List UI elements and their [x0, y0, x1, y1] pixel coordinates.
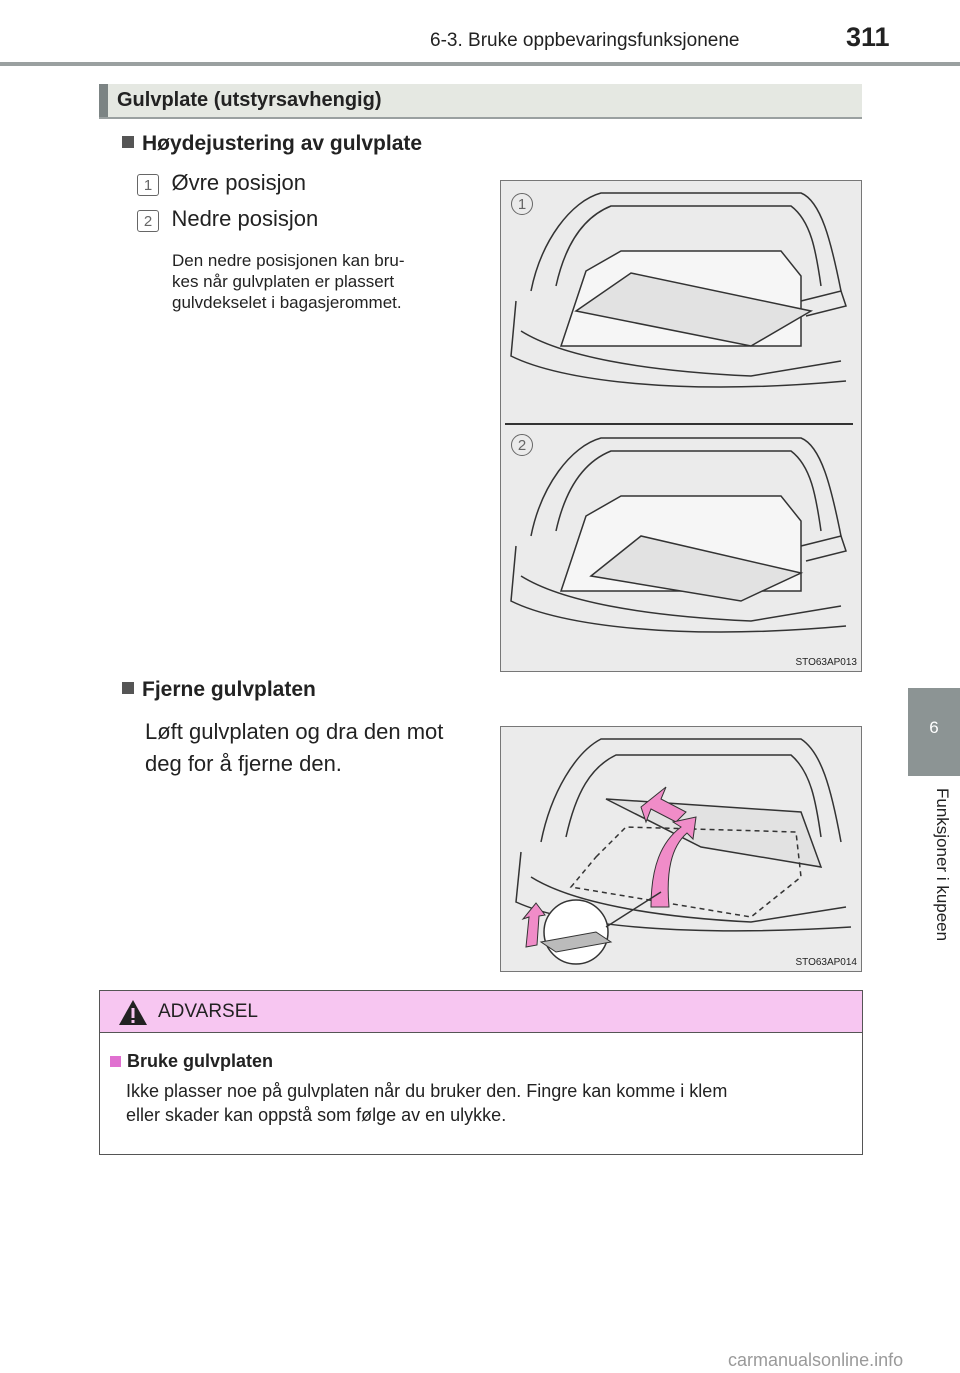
chapter-tab-number: 6	[929, 718, 939, 737]
note-line: gulvdekselet i bagasjerommet.	[172, 293, 402, 312]
page-number: 311	[846, 22, 890, 52]
section-accent	[99, 84, 108, 117]
section-title-bar: Gulvplate (utstyrsavhengig)	[99, 84, 862, 119]
item-label: Øvre posisjon	[171, 170, 306, 195]
item-badge: 1	[137, 174, 159, 196]
figure-code: STO63AP014	[795, 957, 857, 968]
warning-triangle-icon	[119, 1000, 147, 1025]
square-bullet-icon	[122, 136, 134, 148]
warning-title: ADVARSEL	[158, 1001, 258, 1022]
square-bullet-icon	[110, 1056, 121, 1067]
warning-subheading-text: Bruke gulvplaten	[127, 1051, 274, 1071]
item-upper-position: 1 Øvre posisjon	[137, 170, 306, 196]
instruction-line: Løft gulvplaten og dra den mot	[145, 719, 444, 744]
height-adjust-heading-text: Høydejustering av gulvplate	[142, 132, 423, 155]
height-adjust-heading: Høydejustering av gulvplate	[122, 132, 422, 156]
header-divider	[0, 62, 960, 66]
remove-instructions: Løft gulvplaten og dra den mot deg for å…	[145, 716, 485, 780]
section-title: Gulvplate (utstyrsavhengig)	[117, 89, 382, 111]
warning-box: ADVARSEL Bruke gulvplaten Ikke plasser n…	[99, 990, 863, 1155]
warning-subheading: Bruke gulvplaten	[110, 1051, 273, 1072]
square-bullet-icon	[122, 682, 134, 694]
item-label: Nedre posisjon	[171, 206, 319, 231]
lower-position-note: Den nedre posisjonen kan bru- kes når gu…	[172, 250, 482, 313]
warning-line: Ikke plasser noe på gulvplaten når du br…	[126, 1081, 728, 1101]
warning-header: ADVARSEL	[100, 991, 862, 1033]
note-line: kes når gulvplaten er plassert	[172, 272, 395, 291]
chapter-tab-label: Funksjoner i kupeen	[933, 788, 952, 942]
instruction-line: deg for å fjerne den.	[145, 751, 342, 776]
item-badge: 2	[137, 210, 159, 232]
header-section-title: 6-3. Bruke oppbevaringsfunksjonene	[430, 30, 740, 51]
figure-remove-floor-plate: STO63AP014	[500, 726, 862, 972]
trunk-illustration	[505, 192, 853, 633]
remove-heading: Fjerne gulvplaten	[122, 678, 316, 702]
note-line: Den nedre posisjonen kan bru-	[172, 251, 405, 270]
remove-heading-text: Fjerne gulvplaten	[142, 678, 316, 701]
item-lower-position: 2 Nedre posisjon	[137, 206, 318, 232]
figure-floor-plate-positions: 1 2 STO63AP013	[500, 180, 862, 672]
warning-line: eller skader kan oppstå som følge av en …	[126, 1105, 507, 1125]
figure-code: STO63AP013	[795, 657, 857, 668]
trunk-remove-illustration	[515, 738, 852, 965]
chapter-tab	[908, 688, 960, 776]
watermark: carmanualsonline.info	[728, 1350, 904, 1370]
figure-badge: 1	[511, 193, 533, 215]
figure-badge: 2	[511, 434, 533, 456]
warning-text: Ikke plasser noe på gulvplaten når du br…	[126, 1079, 854, 1127]
